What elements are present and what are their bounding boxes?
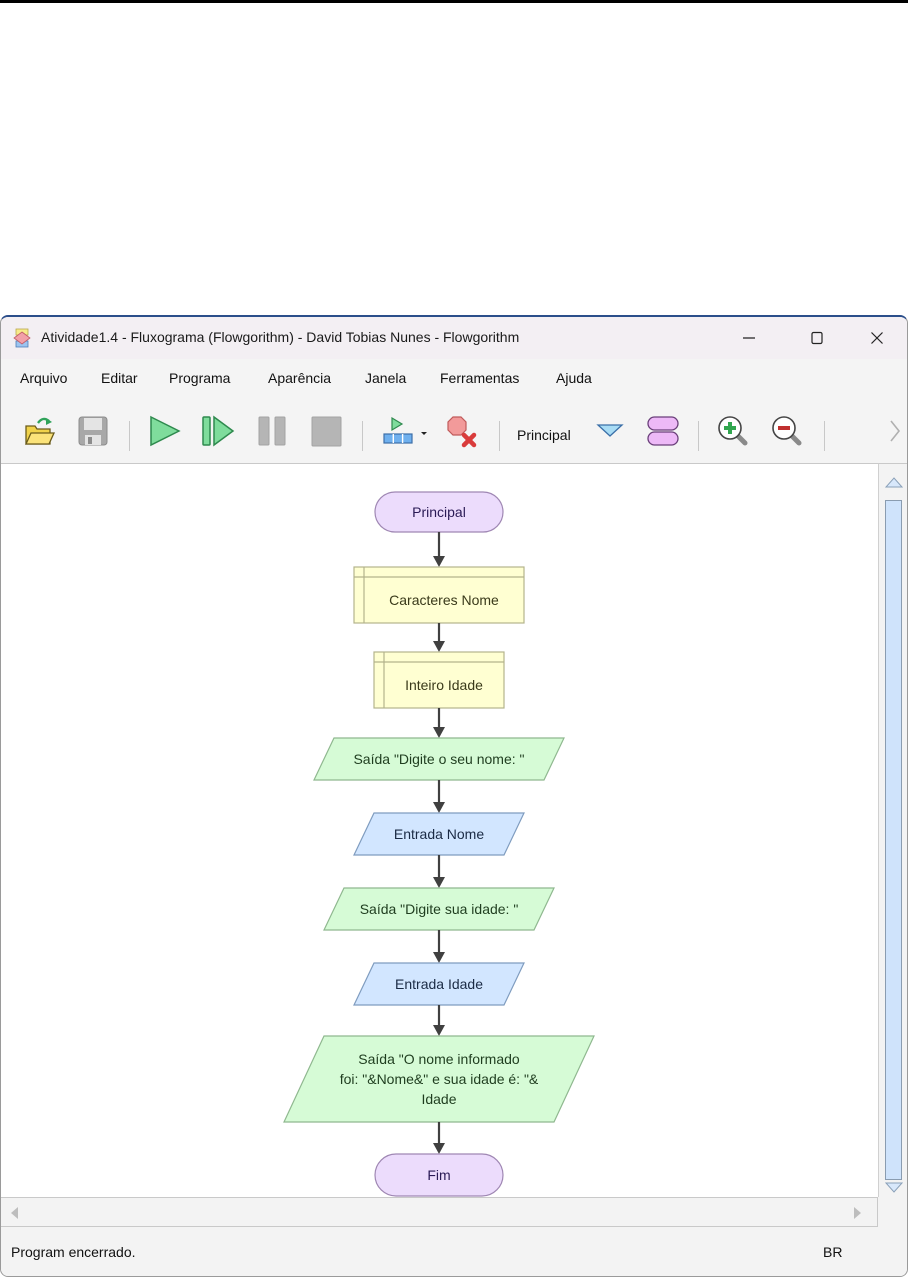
node-label: Saída "O nome informado bbox=[358, 1051, 520, 1067]
zoom-out-button[interactable] bbox=[769, 412, 805, 450]
status-message: Program encerrado. bbox=[11, 1244, 136, 1260]
toolbar-separator bbox=[362, 421, 363, 451]
output-node bbox=[313, 737, 565, 781]
vertical-scroll-thumb[interactable] bbox=[885, 500, 902, 1180]
arrow-head bbox=[433, 952, 445, 963]
step-button[interactable] bbox=[200, 412, 236, 450]
layout-dropdown-button[interactable] bbox=[379, 412, 429, 450]
toolbar-separator bbox=[698, 421, 699, 451]
manage-functions-icon bbox=[647, 416, 679, 446]
clear-breakpoints-icon bbox=[447, 416, 477, 448]
menu-editar[interactable]: Editar bbox=[101, 370, 138, 386]
window-title: Atividade1.4 - Fluxograma (Flowgorithm) … bbox=[41, 329, 520, 345]
close-icon bbox=[871, 332, 883, 344]
menu-programa[interactable]: Programa bbox=[169, 370, 231, 386]
status-language: BR bbox=[823, 1244, 843, 1260]
more-chevron-icon bbox=[890, 420, 901, 442]
run-button[interactable] bbox=[146, 412, 182, 450]
title-bar[interactable]: Atividade1.4 - Fluxograma (Flowgorithm) … bbox=[1, 317, 907, 359]
input-node bbox=[353, 812, 525, 856]
stop-icon bbox=[311, 416, 342, 447]
menu-aparencia[interactable]: Aparência bbox=[268, 370, 332, 386]
open-folder-icon bbox=[24, 417, 56, 445]
arrow-head bbox=[433, 641, 445, 652]
horizontal-scrollbar[interactable] bbox=[1, 1197, 878, 1227]
flowgorithm-window: Atividade1.4 - Fluxograma (Flowgorithm) … bbox=[0, 315, 908, 1277]
zoom-in-button[interactable] bbox=[715, 412, 751, 450]
run-icon bbox=[150, 415, 181, 447]
terminal-node bbox=[374, 1153, 504, 1197]
arrow-head bbox=[433, 727, 445, 738]
flowgorithm-app-icon bbox=[13, 328, 31, 348]
zoom-in-icon bbox=[718, 416, 748, 446]
node-label: Principal bbox=[412, 504, 466, 520]
status-bar: Program encerrado. BR bbox=[1, 1227, 907, 1276]
close-button[interactable] bbox=[854, 317, 900, 359]
node-label: Saída "Digite o seu nome: " bbox=[353, 751, 524, 767]
toolbar-separator bbox=[824, 421, 825, 451]
output-node bbox=[283, 1035, 595, 1123]
arrow-head bbox=[433, 877, 445, 888]
minimize-button[interactable] bbox=[726, 317, 772, 359]
function-selector-label[interactable]: Principal bbox=[517, 427, 571, 443]
pause-button[interactable] bbox=[255, 412, 291, 450]
zoom-out-icon bbox=[772, 416, 802, 446]
manage-functions-button[interactable] bbox=[643, 412, 683, 450]
menu-ajuda[interactable]: Ajuda bbox=[556, 370, 592, 386]
node-label: Caracteres Nome bbox=[389, 592, 499, 608]
clear-breakpoints-button[interactable] bbox=[442, 412, 482, 450]
open-button[interactable] bbox=[21, 412, 57, 450]
vertical-scrollbar[interactable] bbox=[878, 463, 907, 1197]
breakpoint-layout-icon bbox=[383, 416, 427, 444]
maximize-button[interactable] bbox=[794, 317, 840, 359]
function-dropdown-icon bbox=[596, 424, 624, 437]
node-label: Fim bbox=[427, 1167, 450, 1183]
toolbar-overflow-button[interactable] bbox=[885, 412, 905, 450]
node-label: Entrada Nome bbox=[394, 826, 484, 842]
arrow-head bbox=[433, 802, 445, 813]
scroll-left-icon[interactable] bbox=[9, 1206, 19, 1220]
node-label: Inteiro Idade bbox=[405, 677, 483, 693]
save-icon bbox=[78, 416, 108, 446]
scroll-right-icon[interactable] bbox=[853, 1206, 863, 1220]
declare-node bbox=[353, 566, 525, 624]
input-node bbox=[353, 962, 525, 1006]
minimize-icon bbox=[743, 337, 755, 339]
toolbar-separator bbox=[129, 421, 130, 451]
output-node bbox=[323, 887, 555, 931]
scroll-down-icon[interactable] bbox=[885, 1182, 903, 1194]
menu-bar: Arquivo Editar Programa Aparência Janela… bbox=[1, 359, 907, 397]
screen-top-edge bbox=[0, 0, 908, 3]
scroll-up-icon[interactable] bbox=[885, 476, 903, 488]
save-button[interactable] bbox=[75, 412, 111, 450]
toolbar: Principal bbox=[1, 397, 907, 463]
node-label: Saída "Digite sua idade: " bbox=[360, 901, 519, 917]
menu-janela[interactable]: Janela bbox=[365, 370, 407, 386]
node-label: Entrada Idade bbox=[395, 976, 483, 992]
menu-ferramentas[interactable]: Ferramentas bbox=[440, 370, 520, 386]
node-label: foi: "&Nome&" e sua idade é: "& bbox=[340, 1071, 539, 1087]
function-dropdown-button[interactable] bbox=[593, 412, 627, 450]
declare-node bbox=[373, 651, 505, 709]
arrow-head bbox=[433, 556, 445, 567]
stop-button[interactable] bbox=[308, 412, 344, 450]
arrow-head bbox=[433, 1025, 445, 1036]
step-icon bbox=[202, 415, 235, 447]
node-label: Idade bbox=[421, 1091, 456, 1107]
toolbar-separator bbox=[499, 421, 500, 451]
menu-arquivo[interactable]: Arquivo bbox=[20, 370, 68, 386]
maximize-icon bbox=[811, 331, 823, 345]
arrow-head bbox=[433, 1143, 445, 1154]
pause-icon bbox=[258, 416, 286, 446]
